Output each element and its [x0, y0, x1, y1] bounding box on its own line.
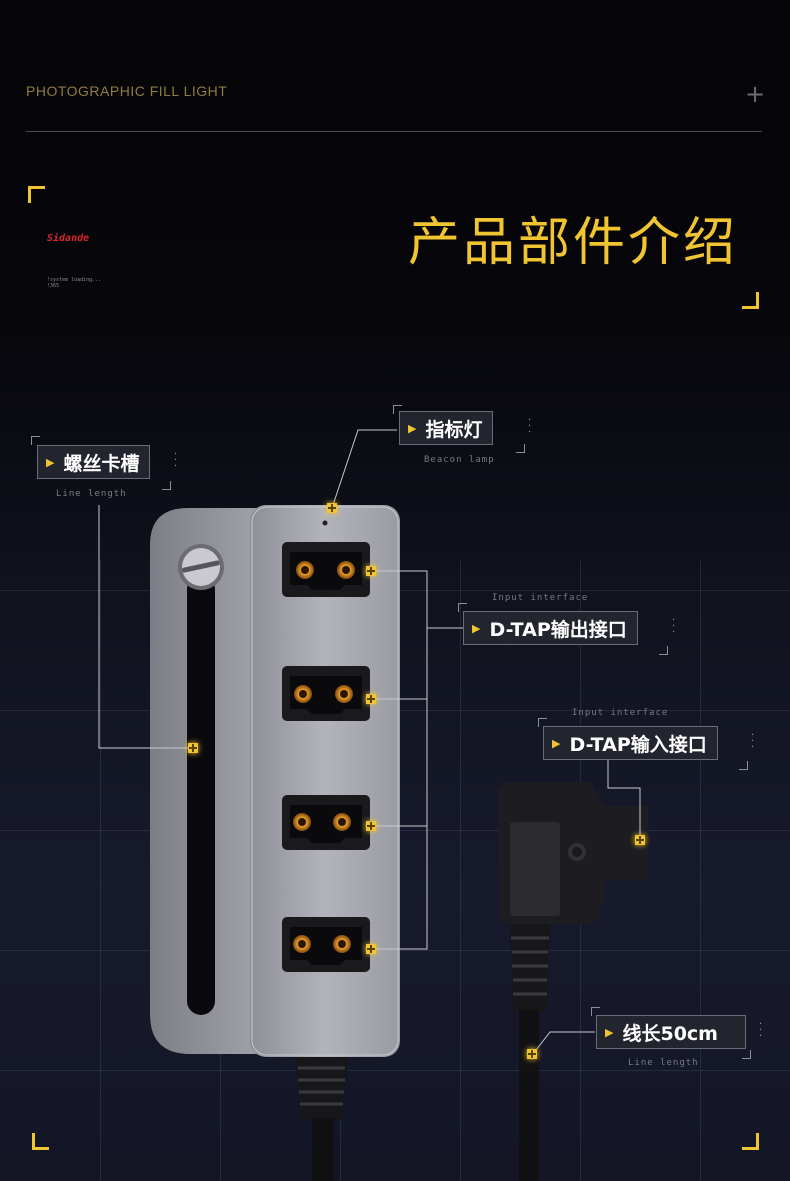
triangle-icon: ▶ [46, 455, 55, 469]
callout-frame [31, 436, 171, 490]
cable-length-label: ▶ 线长50cm [596, 1015, 746, 1049]
hub-cable [295, 1057, 348, 1181]
indicator-label: ▶ 指标灯 [399, 411, 494, 445]
dtap-input-sub: Input interface [572, 708, 669, 718]
port-marker-icon [366, 821, 376, 831]
indicator-label-text: 指标灯 [425, 418, 483, 441]
triangle-icon: ▶ [472, 621, 481, 635]
cable-length-label-text: 线长50cm [622, 1022, 718, 1045]
screw-slot-label: ▶ 螺丝卡槽 [37, 445, 151, 479]
dtap-output-sub: Input interface [492, 593, 589, 603]
slot-marker-icon [188, 743, 198, 753]
dtap-input-label: ▶ D-TAP输入接口 [543, 726, 718, 760]
dtap-port [282, 542, 370, 597]
leader-lines [98, 429, 641, 1055]
callout-frame [591, 1007, 751, 1059]
dtap-port [282, 917, 370, 972]
dots-icon: ··· [672, 615, 676, 638]
indicator-marker-icon [327, 503, 337, 513]
dtap-port [282, 666, 370, 721]
callout-frame [393, 405, 525, 453]
brand-logo: Sidande [47, 233, 90, 244]
screw-slot-label-text: 螺丝卡槽 [63, 452, 140, 475]
corner-bracket-icon [32, 1133, 49, 1150]
dots-icon: ··· [174, 449, 178, 472]
callout-frame [458, 603, 668, 655]
corner-bracket-icon [742, 292, 759, 309]
dtap-output-label: ▶ D-TAP输出接口 [463, 611, 638, 645]
input-marker-icon [635, 835, 645, 845]
header-divider [26, 131, 762, 132]
indicator-sub: Beacon lamp [424, 455, 495, 465]
page-title: 产品部件介绍 [407, 213, 738, 273]
dots-icon: ··· [759, 1019, 763, 1042]
corner-bracket-icon [742, 1133, 759, 1150]
dots-icon: ··· [528, 415, 532, 438]
cable-length-sub: Line length [628, 1058, 699, 1068]
cable-marker-icon [527, 1049, 537, 1059]
dtap-output-label-text: D-TAP输出接口 [489, 618, 627, 641]
triangle-icon: ▶ [552, 736, 561, 750]
dtap-input-plug [498, 782, 648, 1181]
port-marker-icon [366, 694, 376, 704]
corner-bracket-icon [28, 186, 45, 203]
plus-icon: + [745, 80, 766, 108]
header-tagline: PHOTOGRAPHIC FILL LIGHT [26, 83, 228, 99]
port-marker-icon [366, 566, 376, 576]
triangle-icon: ▶ [408, 421, 417, 435]
mounting-bracket [150, 508, 262, 1054]
dots-icon: ··· [751, 730, 755, 753]
port-marker-icon [366, 944, 376, 954]
dtap-input-label-text: D-TAP输入接口 [569, 733, 707, 756]
triangle-icon: ▶ [605, 1025, 614, 1039]
screw-slot-sub: Line length [56, 489, 127, 499]
dtap-port [282, 795, 370, 850]
callout-frame [538, 718, 748, 770]
system-loading-text: !system loading... !365 [47, 277, 102, 289]
